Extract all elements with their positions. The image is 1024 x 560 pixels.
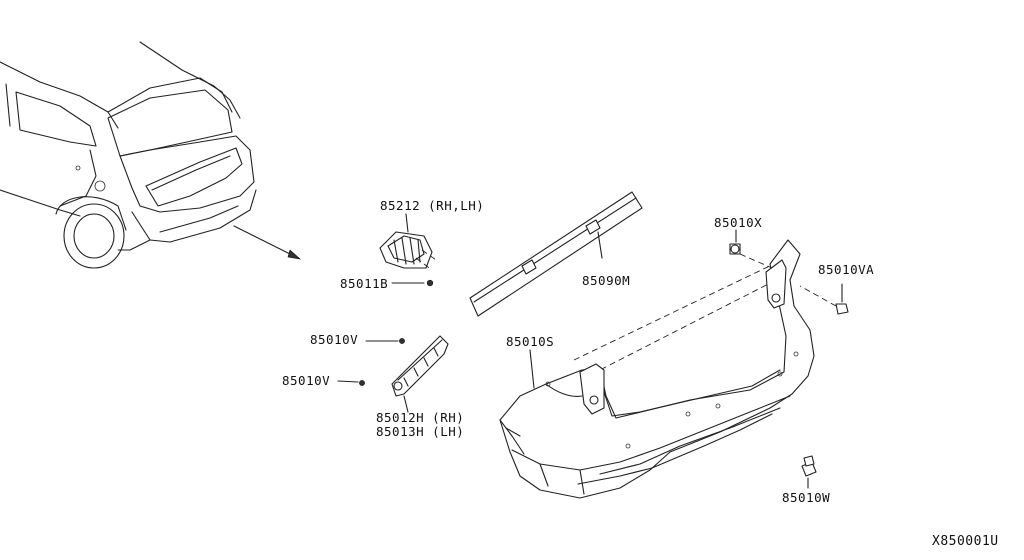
part-85010V-screws bbox=[337, 338, 405, 386]
part-85090M-absorber bbox=[469, 191, 643, 317]
part-85012H-85013H-bracket bbox=[391, 335, 449, 413]
part-85212-bracket bbox=[379, 213, 437, 287]
label-85010W: 85010W bbox=[782, 490, 831, 505]
label-85010S: 85010S bbox=[506, 334, 555, 349]
direction-arrow bbox=[233, 225, 301, 260]
label-85090M: 85090M bbox=[582, 273, 631, 288]
label-85010V-lower: 85010V bbox=[282, 373, 331, 388]
part-85010X-clip bbox=[729, 229, 773, 269]
part-85010W-clip bbox=[801, 455, 817, 489]
label-85010VA: 85010VA bbox=[818, 262, 875, 277]
label-85010V-upper: 85010V bbox=[310, 332, 359, 347]
label-85013H: 85013H (LH) bbox=[376, 424, 465, 439]
vehicle-rear-illustration bbox=[0, 41, 257, 269]
label-85011B: 85011B bbox=[340, 276, 389, 291]
diagram-id: X850001U bbox=[932, 534, 999, 549]
part-85010VA-bolt bbox=[799, 283, 849, 315]
part-85010S-bumper-fascia bbox=[499, 239, 815, 499]
label-85010X: 85010X bbox=[714, 215, 763, 230]
label-85212: 85212 (RH,LH) bbox=[380, 198, 485, 213]
label-85012H: 85012H (RH) bbox=[376, 410, 465, 425]
